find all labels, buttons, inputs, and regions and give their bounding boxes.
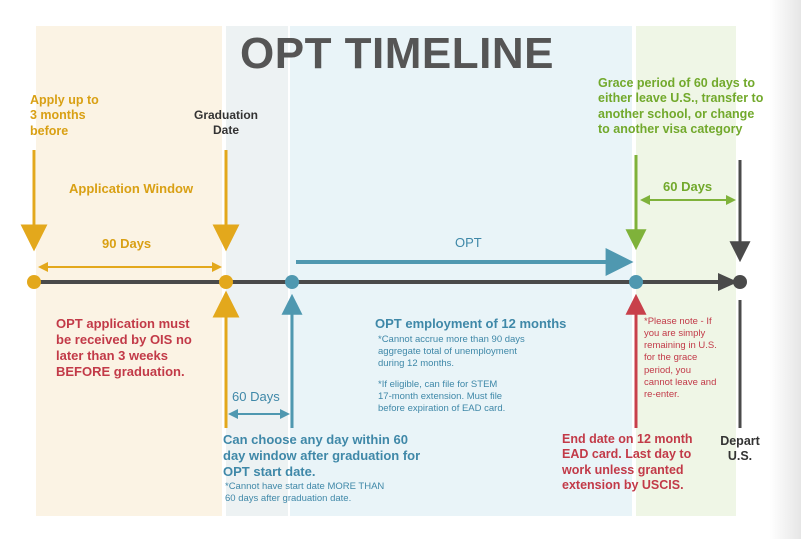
page-title: OPT TIMELINE	[240, 29, 554, 78]
grace-period-label: Grace period of 60 days to either leave …	[598, 76, 764, 136]
employment-band	[290, 26, 632, 516]
ninety-days-label: 90 Days	[102, 236, 152, 251]
start-choice-label: Can choose any day within 60 day window …	[223, 432, 421, 479]
sixty-days-grace-label: 60 Days	[663, 179, 713, 194]
apply-dot	[27, 275, 41, 289]
sixty-days-start-label: 60 Days	[232, 389, 280, 404]
employment-note-unemployment: *Cannot accrue more than 90 days aggrega…	[378, 334, 525, 370]
employment-title: OPT employment of 12 months	[375, 316, 567, 331]
apply-label: Apply up to 3 months before	[30, 93, 99, 138]
end-date-label: End date on 12 month EAD card. Last day …	[562, 432, 693, 492]
start-choice-note: *Cannot have start date MORE THAN 60 day…	[225, 481, 385, 505]
graduation-dot	[219, 275, 233, 289]
graduation-label: Graduation Date	[193, 108, 258, 137]
opt-label: OPT	[455, 235, 482, 250]
ois-deadline-note: OPT application must be received by OIS …	[56, 316, 192, 379]
please-note: *Please note - If you are simply remaini…	[644, 316, 717, 400]
employment-note-stem: *If eligible, can file for STEM 17-month…	[378, 379, 506, 415]
grace-period-band	[636, 26, 736, 516]
application-window-label: Application Window	[69, 181, 194, 196]
opt-start-dot	[285, 275, 299, 289]
depart-dot	[733, 275, 747, 289]
timeline-end-arrow	[718, 273, 738, 291]
opt-end-dot	[629, 275, 643, 289]
depart-label: Depart U.S.	[720, 434, 760, 464]
start-window-band	[226, 26, 288, 516]
right-shadow	[770, 0, 801, 539]
